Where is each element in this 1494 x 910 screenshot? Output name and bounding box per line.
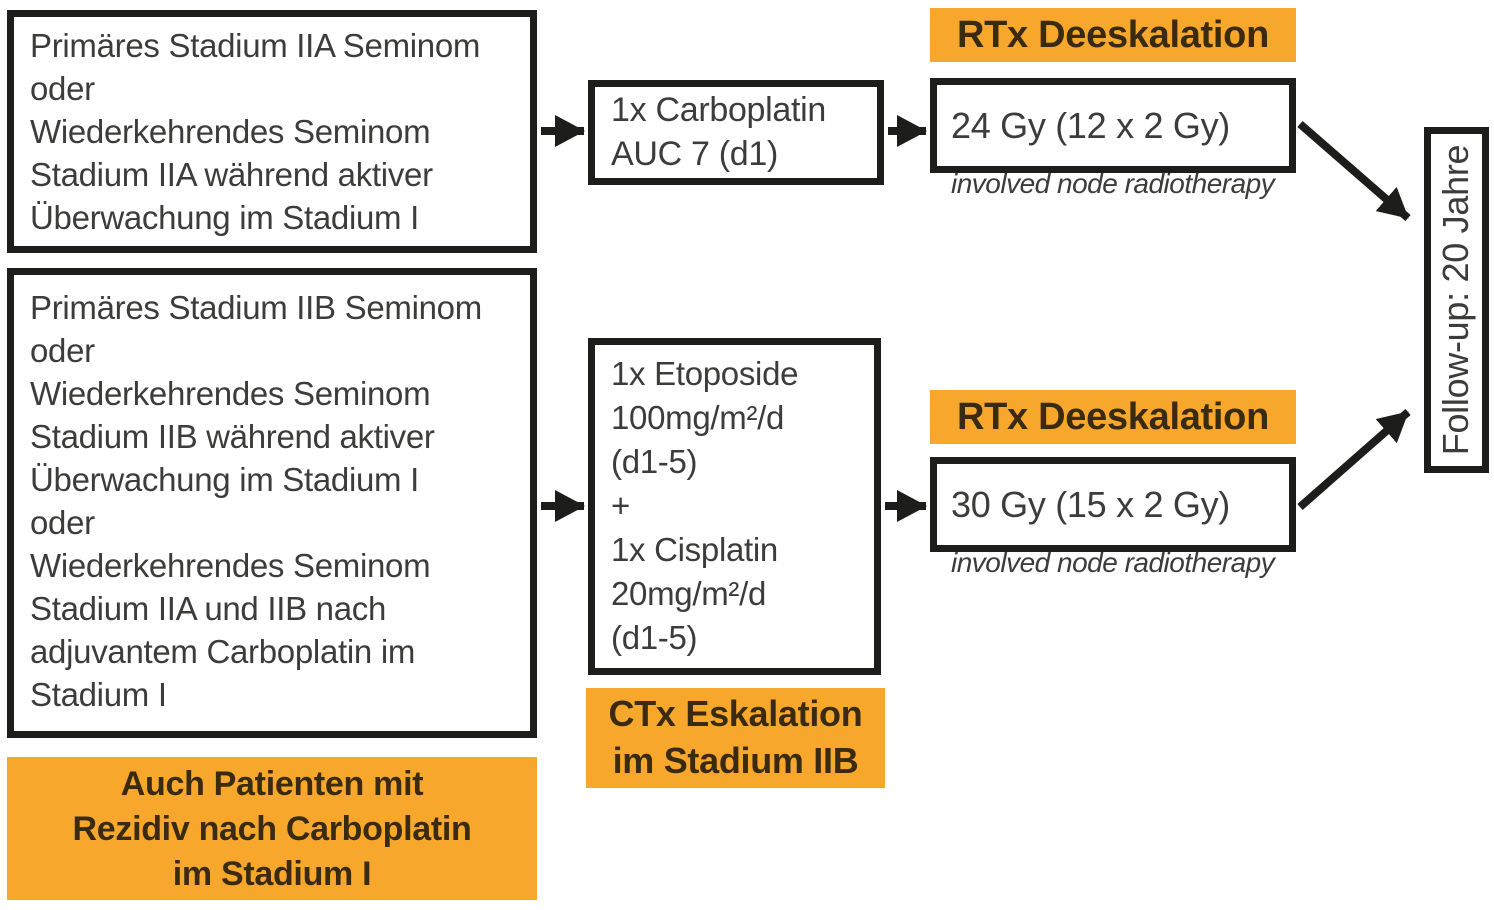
stage-iib-box: Primäres Stadium IIB Seminom oder Wieder… — [7, 268, 537, 738]
followup-box: Follow-up: 20 Jahre — [1424, 127, 1489, 473]
radiotherapy-30gy-box: 30 Gy (15 x 2 Gy) involved node radiothe… — [930, 457, 1296, 578]
dose-24gy-subtitle: involved node radiotherapy — [951, 168, 1275, 199]
dose-30gy-title: 30 Gy (15 x 2 Gy) — [951, 484, 1230, 525]
ctx-escalation-label: CTx Eskalation im Stadium IIB — [586, 688, 885, 788]
followup-label: Follow-up: 20 Jahre — [1435, 144, 1477, 456]
carboplatin-relapse-note: Auch Patienten mit Rezidiv nach Carbopla… — [7, 757, 537, 900]
rtx-deescalation-header-bottom: RTx Deeskalation — [930, 390, 1296, 444]
dose-30gy-subtitle: involved node radiotherapy — [951, 547, 1275, 578]
stage-iia-box: Primäres Stadium IIA Seminom oder Wieder… — [7, 10, 537, 253]
carboplatin-chemo-box: 1x Carboplatin AUC 7 (d1) — [588, 80, 884, 185]
rtx-deescalation-header-top: RTx Deeskalation — [930, 8, 1296, 62]
etoposide-cisplatin-chemo-box: 1x Etoposide 100mg/m²/d (d1-5) + 1x Cisp… — [588, 338, 881, 675]
arrow-30gy-to-followup — [1297, 408, 1411, 511]
radiotherapy-24gy-box: 24 Gy (12 x 2 Gy) involved node radiothe… — [930, 78, 1296, 199]
dose-24gy-title: 24 Gy (12 x 2 Gy) — [951, 105, 1230, 146]
arrow-24gy-to-followup — [1297, 120, 1411, 222]
